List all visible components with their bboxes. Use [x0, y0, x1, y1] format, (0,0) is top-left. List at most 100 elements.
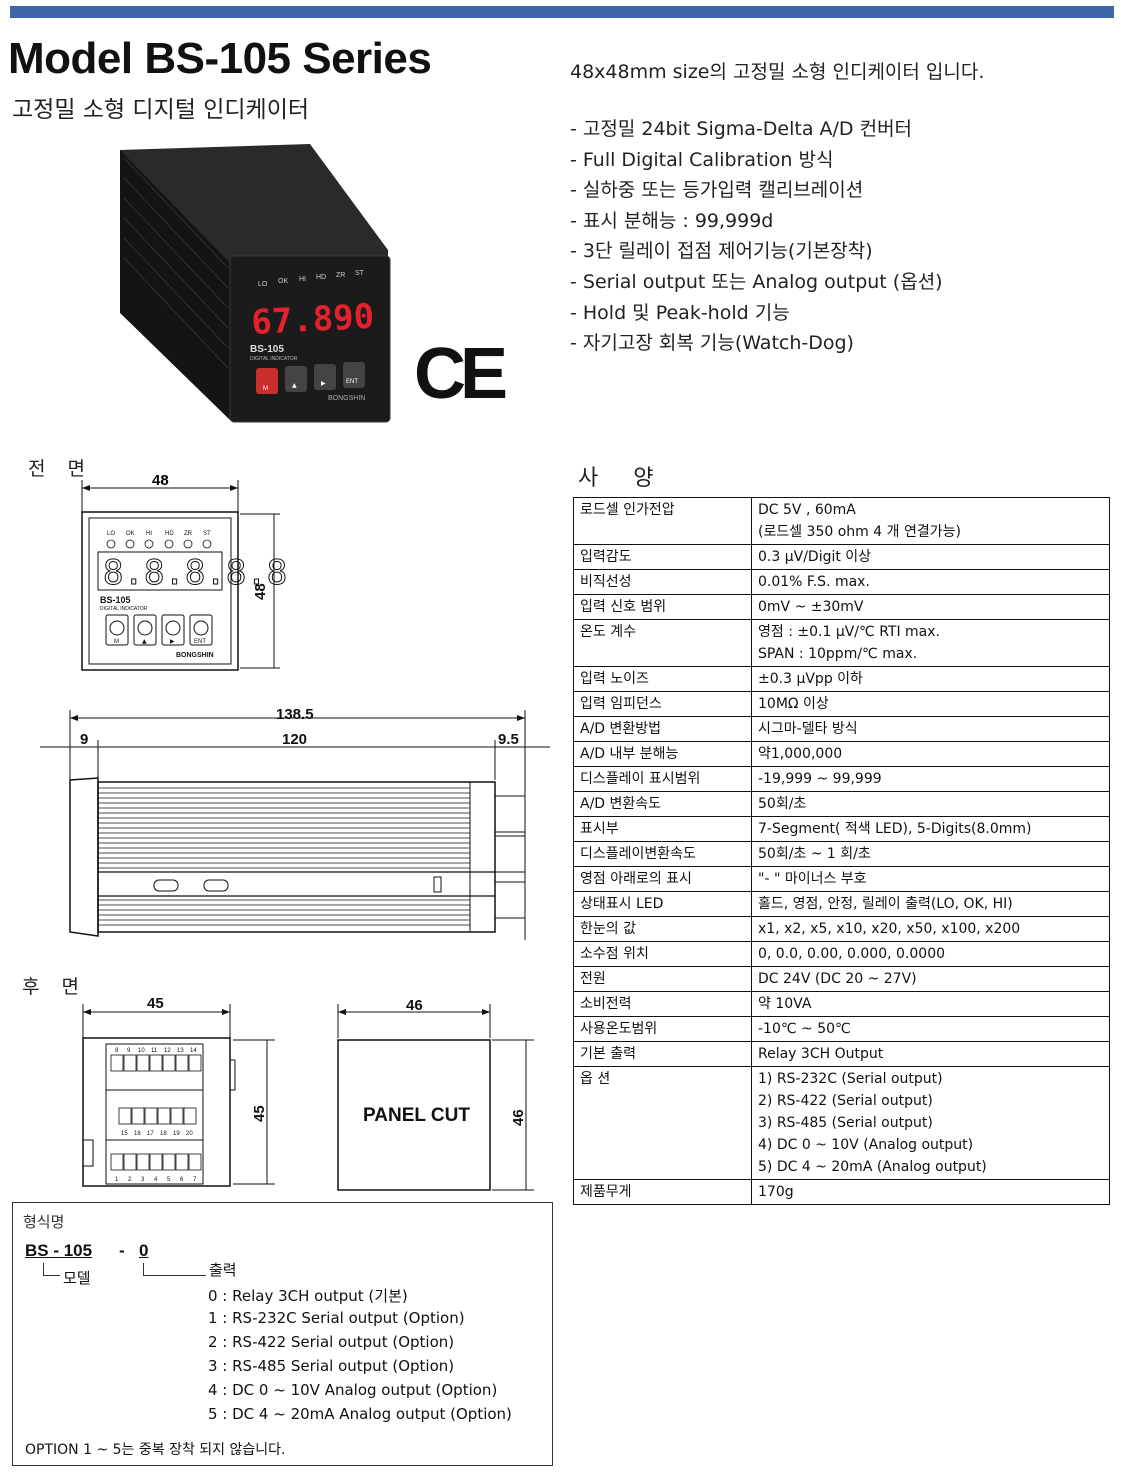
spec-value-line: 2) RS-422 (Serial output) — [758, 1093, 933, 1109]
svg-text:13: 13 — [177, 1048, 184, 1054]
spec-row: 입력 노이즈±0.3 μVpp 이하 — [573, 666, 1110, 692]
spec-value: ±0.3 μVpp 이하 — [751, 666, 1110, 692]
spec-row: 영점 아래로의 표시"- " 마이너스 부호 — [573, 866, 1110, 892]
spec-value: 50회/초 ~ 1 회/초 — [751, 841, 1110, 867]
svg-text:6: 6 — [180, 1177, 184, 1183]
spec-value: DC 5V , 60mA(로드셀 350 ohm 4 개 연결가능) — [751, 497, 1110, 545]
spec-value: 170g — [751, 1179, 1110, 1205]
spec-value: 1) RS-232C (Serial output) 2) RS-422 (Ser… — [751, 1066, 1110, 1180]
svg-text:18: 18 — [160, 1131, 167, 1137]
svg-text:LO: LO — [107, 531, 115, 537]
svg-text:7: 7 — [193, 1177, 197, 1183]
rear-width-dim: 45 — [147, 995, 164, 1012]
spec-value-line: 5) DC 4 ~ 20mA (Analog output) — [758, 1159, 987, 1175]
side-mid-dim: 120 — [282, 731, 307, 748]
svg-text:1: 1 — [115, 1177, 119, 1183]
side-left-dim: 9 — [80, 731, 88, 748]
spec-key: 영점 아래로의 표시 — [573, 866, 752, 892]
spec-value: 0.01% F.S. max. — [751, 569, 1110, 595]
svg-text:10: 10 — [138, 1048, 145, 1054]
feature-item: - 고정밀 24bit Sigma-Delta A/D 컨버터 — [570, 118, 913, 140]
ordering-model-code: BS - 105 — [25, 1241, 93, 1260]
spec-key: A/D 내부 분해능 — [573, 741, 752, 767]
product-brand: BONGSHIN — [328, 395, 365, 402]
intro-text: 48x48mm size의 고정밀 소형 인디케이터 입니다. — [570, 61, 985, 83]
rear-height-dim: 45 — [251, 1105, 268, 1122]
spec-row: 기본 출력 Relay 3CH Output — [573, 1041, 1110, 1067]
spec-value-line: x1, x2, x5, x10, x20, x50, x100, x200 — [758, 921, 1021, 937]
spec-value: 10MΩ 이상 — [751, 691, 1110, 717]
product-model-sublabel: DIGITAL INDICATOR — [250, 356, 298, 362]
spec-value-line: 1) RS-232C (Serial output) — [758, 1071, 943, 1087]
spec-key: 표시부 — [573, 816, 752, 842]
rear-view-label: 후 면 — [22, 976, 87, 998]
spec-value-line: 영점 : ±0.1 μV/℃ RTI max. — [758, 624, 940, 640]
spec-value: -10℃ ~ 50℃ — [751, 1016, 1110, 1042]
spec-value: x1, x2, x5, x10, x20, x50, x100, x200 — [751, 916, 1110, 942]
product-led-label: OK — [278, 278, 288, 285]
spec-value-line: 0.01% F.S. max. — [758, 574, 870, 590]
front-brand: BONGSHIN — [176, 652, 214, 659]
ordering-option: 3 : RS-485 Serial output (Option) — [208, 1357, 455, 1375]
page-title: Model BS-105 Series — [8, 34, 432, 83]
model-leader-line — [43, 1263, 60, 1276]
spec-key: 기본 출력 — [573, 1041, 752, 1067]
front-view-drawing: 48 LO OK HI HD ZR ST 8.8.8.8.8 BS-105 DI… — [81, 472, 288, 671]
feature-item: - 자기고장 회복 기능(Watch-Dog) — [570, 332, 854, 355]
svg-text:12: 12 — [164, 1048, 171, 1054]
panel-cut-drawing: 46 PANEL CUT 46 — [337, 997, 534, 1191]
spec-value-line: 50회/초 ~ 1 회/초 — [758, 846, 871, 862]
svg-text:16: 16 — [134, 1131, 141, 1137]
svg-text:ENT: ENT — [194, 639, 206, 645]
spec-key: 입력감도 — [573, 544, 752, 570]
spec-value-line: ±0.3 μVpp 이하 — [758, 671, 863, 687]
svg-text:5: 5 — [167, 1177, 171, 1183]
spec-value-line: 약 10VA — [758, 996, 812, 1012]
feature-item: - Full Digital Calibration 방식 — [570, 148, 834, 171]
product-led-label: HI — [299, 276, 306, 283]
svg-text:OK: OK — [126, 531, 135, 537]
spec-value: -19,999 ~ 99,999 — [751, 766, 1110, 792]
svg-text:▲: ▲ — [292, 382, 297, 389]
spec-value-line: -19,999 ~ 99,999 — [758, 771, 882, 787]
svg-text:20: 20 — [186, 1131, 193, 1137]
svg-text:15: 15 — [121, 1131, 128, 1137]
spec-key: 로드셀 인가전압 — [573, 497, 752, 545]
product-led-display: 67.890 — [250, 297, 375, 343]
output-leader-line — [143, 1263, 206, 1276]
spec-row: 디스플레이 표시범위-19,999 ~ 99,999 — [573, 766, 1110, 792]
spec-key: A/D 변환방법 — [573, 716, 752, 742]
svg-text:ZR: ZR — [184, 531, 193, 537]
front-view-label: 전 면 — [28, 458, 93, 480]
svg-text:▲: ▲ — [142, 638, 147, 645]
spec-key: A/D 변환속도 — [573, 791, 752, 817]
spec-value-line: 홀드, 영점, 안정, 릴레이 출력(LO, OK, HI) — [758, 896, 1013, 912]
rear-view-drawing: 45 8 9 10 11 12 13 14 15 16 17 18 19 20 … — [82, 995, 275, 1187]
ordering-title: 형식명 — [23, 1213, 65, 1231]
product-right-button — [314, 364, 336, 390]
svg-text:M: M — [263, 386, 268, 392]
svg-text:8: 8 — [115, 1048, 119, 1054]
product-m-button — [256, 368, 278, 394]
svg-text:3: 3 — [141, 1177, 145, 1183]
svg-text:▶: ▶ — [170, 638, 175, 645]
front-model-label: BS-105 — [100, 595, 131, 605]
svg-text:ENT: ENT — [346, 379, 358, 385]
spec-key: 사용온도범위 — [573, 1016, 752, 1042]
spec-value-line: Relay 3CH Output — [758, 1046, 884, 1062]
product-model-label: BS-105 — [250, 344, 284, 355]
spec-title: 사 양 — [578, 466, 668, 491]
spec-value: 시그마-델타 방식 — [751, 716, 1110, 742]
ordering-option: 0 : Relay 3CH output (기본) — [208, 1287, 408, 1305]
spec-value-line: 10MΩ 이상 — [758, 696, 829, 712]
svg-text:9: 9 — [127, 1048, 131, 1054]
